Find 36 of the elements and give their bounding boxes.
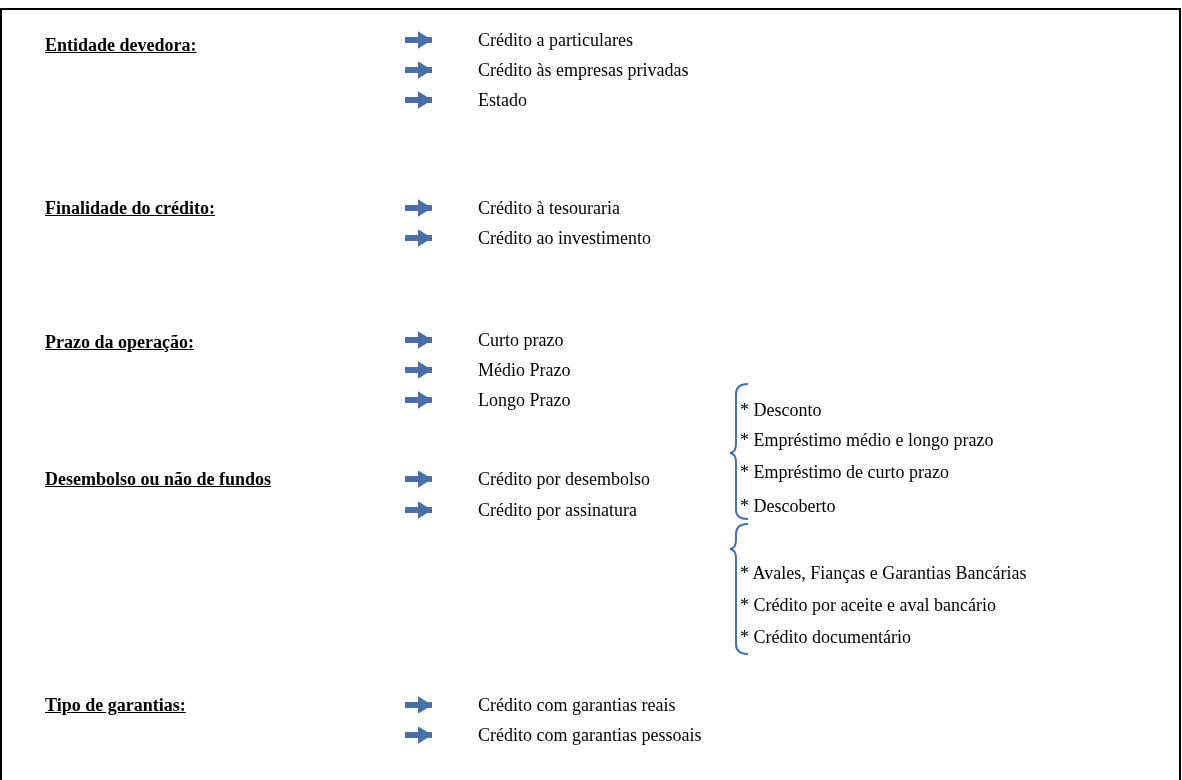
list-item: Crédito ao investimento [478,228,651,248]
block-arrow [405,199,432,217]
block-arrow [405,696,432,714]
block-arrow [405,91,432,109]
list-item: Crédito com garantias pessoais [478,725,702,745]
category-heading: Finalidade do crédito: [45,198,215,218]
block-arrow [405,391,432,409]
list-item: Crédito a particulares [478,30,633,50]
list-item: Crédito à tesouraria [478,198,620,218]
block-arrow [405,331,432,349]
list-item: Longo Prazo [478,390,571,410]
sub-item: * Descoberto [740,495,836,517]
block-arrow [405,726,432,744]
sub-item: * Avales, Fianças e Garantias Bancárias [740,562,1027,584]
sub-item: * Empréstimo de curto prazo [740,461,949,483]
category-heading: Entidade devedora: [45,35,197,55]
sub-item: * Desconto [740,399,822,421]
list-item: Crédito por desembolso [478,469,650,489]
category-heading: Desembolso ou não de fundos [45,469,272,489]
list-item: Crédito com garantias reais [478,695,676,715]
sub-item: * Crédito documentário [740,626,911,648]
list-item: Crédito por assinatura [478,500,637,520]
list-item: Estado [478,90,527,110]
category-heading: Tipo de garantias: [45,695,186,715]
block-arrow [405,31,432,49]
category-heading: Prazo da operação: [45,332,194,352]
list-item: Crédito às empresas privadas [478,60,689,80]
block-arrow [405,470,432,488]
list-item: Médio Prazo [478,360,571,380]
list-item: Curto prazo [478,330,564,350]
sub-item: * Empréstimo médio e longo prazo [740,429,994,451]
block-arrow [405,229,432,247]
block-arrow [405,61,432,79]
block-arrow [405,361,432,379]
sub-item: * Crédito por aceite e aval bancário [740,594,996,616]
block-arrow [405,501,432,519]
